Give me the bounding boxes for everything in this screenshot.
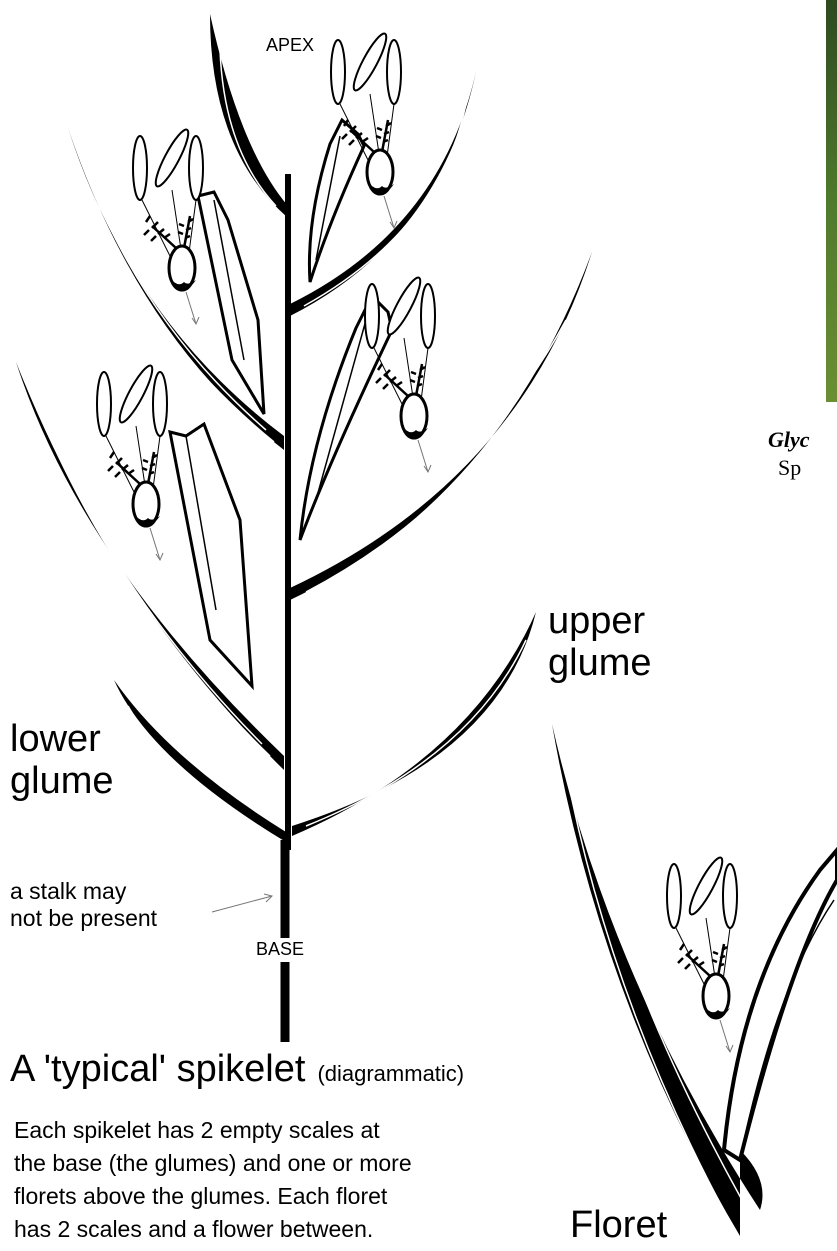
caption-title: A 'typical' spikelet (diagrammatic)	[10, 1050, 464, 1088]
upper-glume-line1: upper	[548, 600, 652, 642]
species-caption: Glyc Sp	[768, 426, 810, 482]
upper-glume-line2: glume	[548, 642, 652, 684]
caption-line-2: the base (the glumes) and one or more	[14, 1147, 554, 1180]
caption-description: Each spikelet has 2 empty scales at the …	[14, 1114, 554, 1246]
species-photo	[826, 0, 837, 402]
lower-glume-line2: glume	[10, 760, 114, 802]
species-subcaption: Sp	[778, 454, 810, 482]
caption-line-3: florets above the glumes. Each floret	[14, 1180, 554, 1213]
lower-glume-line1: lower	[10, 718, 114, 760]
caption-line-1: Each spikelet has 2 empty scales at	[14, 1114, 554, 1147]
stalk-note-line1: a stalk may	[10, 878, 157, 905]
stalk-note: a stalk may not be present	[10, 878, 157, 932]
apex-label: APEX	[266, 36, 314, 54]
upper-glume-label: upper glume	[548, 600, 652, 684]
species-name: Glyc	[768, 426, 810, 454]
base-label: BASE	[256, 940, 304, 958]
lower-glume-label: lower glume	[10, 718, 114, 802]
caption-title-text: A 'typical' spikelet	[10, 1048, 305, 1090]
stalk-note-line2: not be present	[10, 905, 157, 932]
floret-label: Floret	[570, 1206, 667, 1244]
caption-line-4: has 2 scales and a flower between.	[14, 1213, 554, 1246]
caption-qualifier: (diagrammatic)	[317, 1061, 464, 1086]
